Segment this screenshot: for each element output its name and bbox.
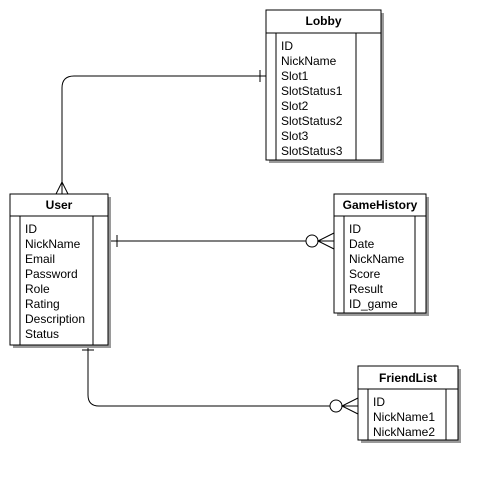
field-description: Description (25, 312, 85, 326)
field-list: ID NickName Email Password Role Rating D… (25, 222, 85, 341)
entity-friendlist[interactable]: FriendList ID NickName1 NickName2 (357, 365, 461, 443)
field-rating: Rating (25, 297, 60, 311)
field-result: Result (349, 282, 384, 296)
entity-title: GameHistory (343, 198, 418, 212)
entity-title: User (46, 198, 73, 212)
field-slot3: Slot3 (281, 129, 309, 143)
entity-gamehistory[interactable]: GameHistory ID Date NickName Score Resul… (333, 193, 429, 316)
field-slot2: Slot2 (281, 99, 309, 113)
relationship-lobby-user (55, 70, 266, 195)
crowsfoot-marker (340, 397, 359, 415)
field-email: Email (25, 252, 55, 266)
crowsfoot-marker (55, 180, 69, 195)
zero-marker (305, 234, 319, 248)
field-nickname: NickName (25, 237, 81, 251)
field-score: Score (349, 267, 381, 281)
field-list: ID NickName Slot1 SlotStatus1 Slot2 Slot… (281, 39, 343, 158)
field-id-game: ID_game (349, 297, 398, 311)
relationship-user-gamehistory (111, 232, 335, 250)
field-id: ID (281, 39, 293, 53)
field-nickname: NickName (349, 252, 405, 266)
field-nickname: NickName (281, 54, 337, 68)
field-id: ID (349, 222, 361, 236)
entity-title: FriendList (379, 371, 437, 385)
entity-title: Lobby (306, 14, 342, 28)
field-id: ID (373, 395, 385, 409)
field-slot1: Slot1 (281, 69, 309, 83)
field-slotstatus2: SlotStatus2 (281, 114, 343, 128)
field-slotstatus3: SlotStatus3 (281, 144, 343, 158)
field-date: Date (349, 237, 375, 251)
field-list: ID NickName1 NickName2 (373, 395, 435, 439)
field-nickname2: NickName2 (373, 425, 435, 439)
entity-lobby[interactable]: Lobby ID NickName Slot1 SlotStatus1 Slot… (265, 9, 384, 163)
zero-marker (329, 399, 343, 413)
field-slotstatus1: SlotStatus1 (281, 84, 343, 98)
crowsfoot-marker (316, 232, 335, 250)
field-nickname1: NickName1 (373, 410, 435, 424)
relationship-user-friendlist (82, 345, 359, 415)
field-role: Role (25, 282, 50, 296)
field-status: Status (25, 327, 59, 341)
field-password: Password (25, 267, 78, 281)
field-list: ID Date NickName Score Result ID_game (349, 222, 405, 311)
field-id: ID (25, 222, 37, 236)
entity-user[interactable]: User ID NickName Email Password Role Rat… (9, 193, 111, 348)
